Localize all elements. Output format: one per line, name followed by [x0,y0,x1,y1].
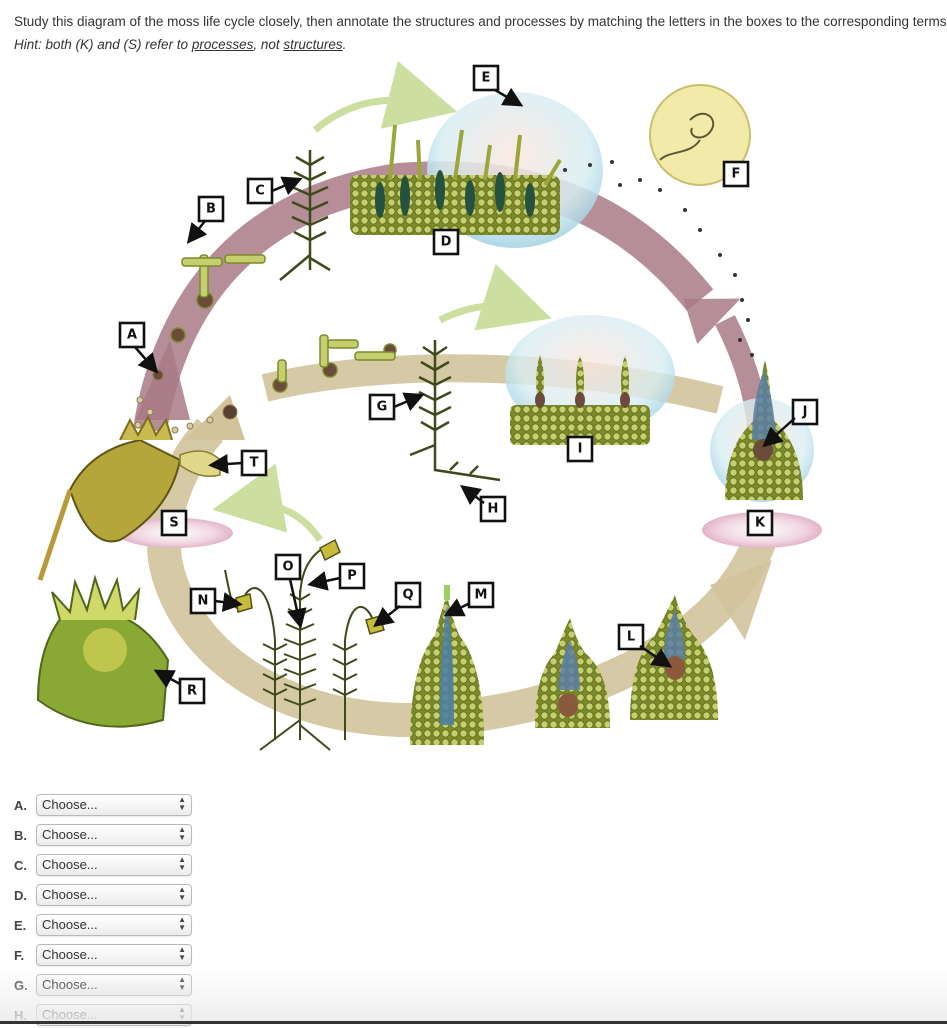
select-arrows-icon: ▲▼ [178,795,186,812]
answer-select-a[interactable]: Choose... ▲▼ [36,794,192,816]
answer-select-e[interactable]: Choose... ▲▼ [36,914,192,936]
sperm-icon [659,112,715,161]
select-value: Choose... [42,977,98,992]
moss-life-cycle-diagram: A B C D E F G H I J K L M N O P Q R S T [36,60,822,751]
label-D: D [432,228,460,256]
sperm-cell-circle [649,84,751,186]
svg-text:B: B [206,202,216,217]
svg-text:G: G [377,400,388,415]
capsule-releasing-spores [37,414,182,581]
svg-text:S: S [169,516,178,531]
process-arrow-top [312,60,458,133]
svg-text:M: M [475,588,488,603]
select-value: Choose... [42,827,98,842]
label-R: R [178,677,206,705]
label-E: E [472,64,500,92]
answer-row-e: E. Choose... ▲▼ [14,914,214,938]
process-arrow-middle [438,263,552,331]
answer-row-c: C. Choose... ▲▼ [14,854,214,878]
young-sporophyte-M [410,585,484,745]
svg-text:O: O [282,560,293,575]
label-K: K [746,509,774,537]
svg-text:E: E [482,71,491,86]
gametangia-cluster [350,124,562,235]
label-B: B [197,195,225,223]
answer-letter: F. [14,948,25,963]
answer-row-b: B. Choose... ▲▼ [14,824,214,848]
select-arrows-icon: ▲▼ [178,975,186,992]
protonema-middle [272,334,397,393]
label-Q: Q [394,581,422,609]
svg-text:N: N [198,594,209,609]
gametophyte-shoot-middle [409,340,501,482]
peristome-closeup [36,574,170,728]
answer-letter: G. [14,978,28,993]
label-L: L [617,623,645,651]
svg-text:Q: Q [402,588,413,603]
select-arrows-icon: ▲▼ [178,945,186,962]
answer-letter: C. [14,858,27,873]
select-arrows-icon: ▲▼ [178,1005,186,1022]
select-value: Choose... [42,857,98,872]
question-instructions: Study this diagram of the moss life cycl… [14,14,947,29]
select-value: Choose... [42,797,98,812]
label-S: S [160,509,188,537]
answer-select-g[interactable]: Choose... ▲▼ [36,974,192,996]
label-A: A [118,321,146,349]
svg-text:T: T [250,456,259,471]
select-value: Choose... [42,887,98,902]
archegonia-cluster [510,355,650,445]
answer-row-h: H. Choose... ▲▼ [14,1004,214,1028]
label-O: O [274,553,302,581]
svg-text:J: J [802,405,808,420]
select-arrows-icon: ▲▼ [178,825,186,842]
svg-text:P: P [347,569,357,584]
label-P: P [338,562,366,590]
label-M: M [467,581,495,609]
label-T: T [240,449,268,477]
protonema-top [170,254,266,343]
svg-text:R: R [187,684,197,699]
label-N: N [189,587,217,615]
select-arrows-icon: ▲▼ [178,915,186,932]
label-G: G [368,393,396,421]
process-arrow-lower [212,463,323,543]
question-hint: Hint: both (K) and (S) refer to processe… [14,37,347,52]
embryo-archegonium-middle [535,618,610,728]
select-value: Choose... [42,917,98,932]
answer-letter: A. [14,798,27,813]
svg-text:C: C [255,184,265,199]
answer-letter: B. [14,828,27,843]
answer-row-d: D. Choose... ▲▼ [14,884,214,908]
svg-text:K: K [755,516,766,531]
label-C: C [246,177,274,205]
svg-text:H: H [488,502,499,517]
answer-row-g: G. Choose... ▲▼ [14,974,214,998]
label-I: I [566,435,594,463]
spores-released [134,369,238,434]
answer-letter: E. [14,918,27,933]
svg-text:I: I [578,442,583,457]
answer-select-b[interactable]: Choose... ▲▼ [36,824,192,846]
select-arrows-icon: ▲▼ [178,885,186,902]
svg-text:D: D [441,235,452,250]
svg-text:F: F [732,167,741,182]
svg-text:A: A [127,328,137,343]
answer-select-d[interactable]: Choose... ▲▼ [36,884,192,906]
label-H: H [479,495,507,523]
select-value: Choose... [42,947,98,962]
svg-text:L: L [627,630,635,645]
select-arrows-icon: ▲▼ [178,855,186,872]
answer-select-c[interactable]: Choose... ▲▼ [36,854,192,876]
label-F: F [722,160,750,188]
select-value: Choose... [42,1007,98,1022]
answer-row-f: F. Choose... ▲▼ [14,944,214,968]
window-bottom-edge [0,1021,947,1024]
answer-letter: D. [14,888,27,903]
label-J: J [791,398,819,426]
answer-select-f[interactable]: Choose... ▲▼ [36,944,192,966]
answer-row-a: A. Choose... ▲▼ [14,794,214,818]
swimming-sperm-dots [563,160,754,357]
